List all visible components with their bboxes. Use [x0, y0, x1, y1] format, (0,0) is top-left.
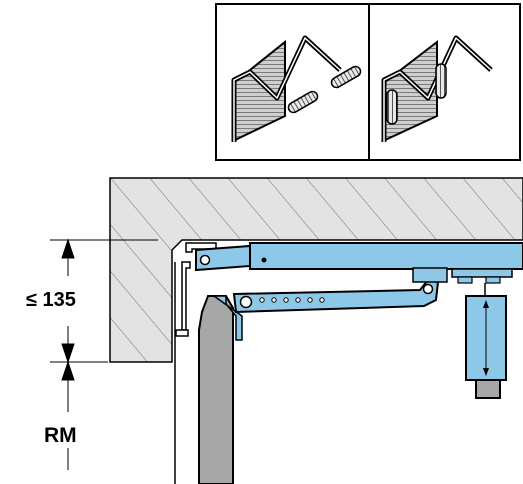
- spring-installation-option-1-icon: [231, 35, 362, 142]
- spring-options-panel: [215, 3, 521, 161]
- spring-installation-option-2-icon: [381, 35, 493, 142]
- rm-dimension-label: RM: [44, 424, 77, 447]
- mounting-bracket: [451, 268, 513, 399]
- ceiling-wall-section: [109, 177, 523, 363]
- door-frame: [174, 242, 217, 484]
- closer-body: [195, 242, 523, 272]
- dimension-lines: [50, 238, 158, 470]
- connecting-arm: [232, 267, 448, 314]
- door-leaf: [198, 295, 243, 484]
- max-height-dimension-label: ≤ 135: [26, 289, 76, 311]
